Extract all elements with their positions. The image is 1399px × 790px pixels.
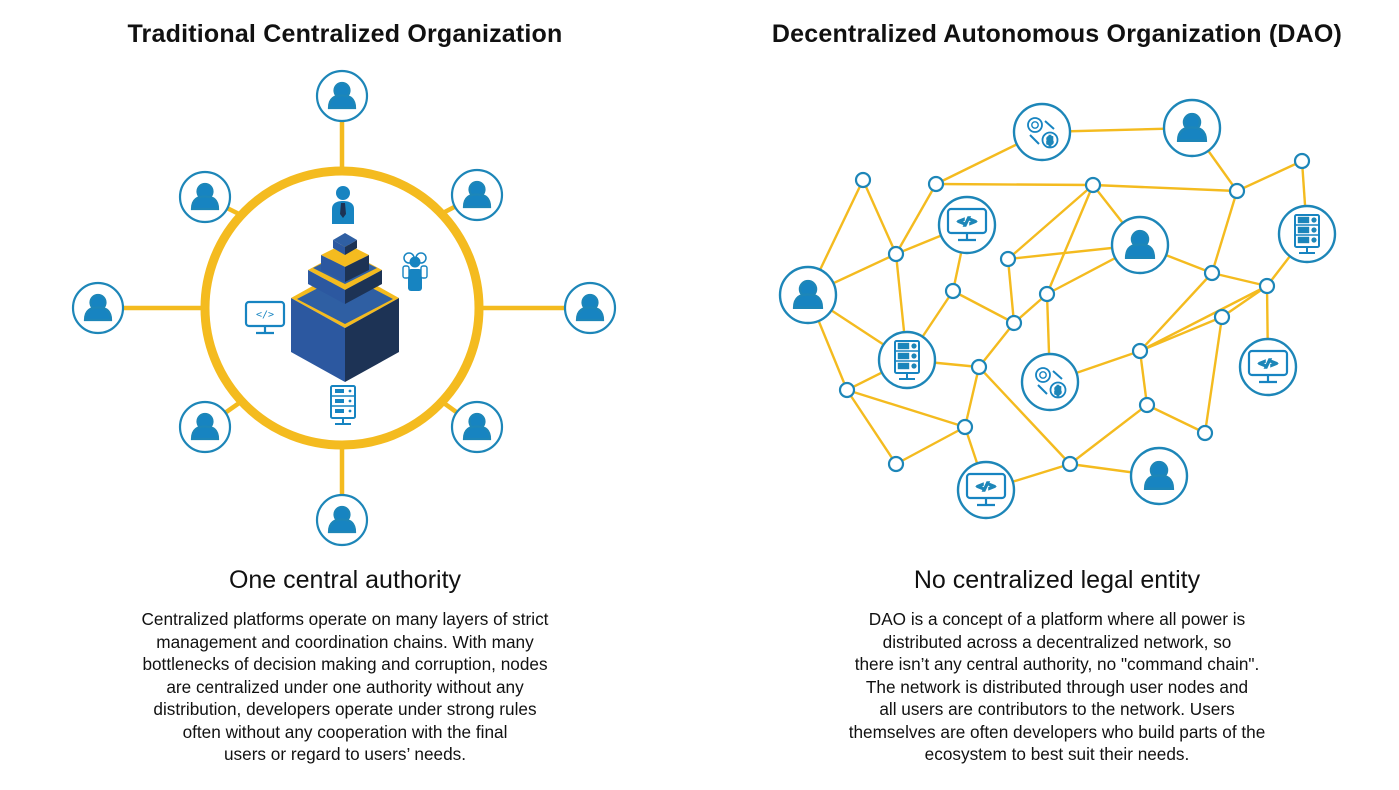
description-line: there isn’t any central authority, no "c… bbox=[854, 654, 1260, 674]
small-network-nodes bbox=[838, 152, 1311, 473]
central-authority-ring bbox=[200, 166, 484, 450]
description-line: Centralized platforms operate on many la… bbox=[141, 609, 549, 629]
description-line: themselves are often developers who buil… bbox=[848, 721, 1266, 742]
description-line: The network is distributed through user … bbox=[865, 676, 1249, 697]
large-network-nodes bbox=[778, 98, 1337, 520]
hierarchy-pyramid-icon bbox=[291, 233, 399, 382]
description-line: bottlenecks of decision making and corru… bbox=[142, 654, 548, 674]
user-node-lower-left bbox=[178, 400, 232, 454]
manager-icon bbox=[332, 186, 354, 224]
description-line: distribution, developers operate under s… bbox=[153, 699, 537, 719]
server-node bbox=[877, 330, 937, 390]
description-line: distributed across a decentralized netwo… bbox=[882, 631, 1232, 652]
right-panel-description: DAO is a concept of a platform where all… bbox=[715, 608, 1399, 766]
user-node-upper-right bbox=[450, 168, 504, 222]
network-edges bbox=[806, 126, 1309, 492]
description-line: all users are contributors to the networ… bbox=[879, 699, 1235, 719]
user-node-top bbox=[315, 69, 369, 123]
description-line: management and coordination chains. With… bbox=[156, 631, 534, 652]
server-node bbox=[1277, 204, 1337, 264]
user-node bbox=[1129, 446, 1189, 506]
user-node-lower-right bbox=[450, 400, 504, 454]
left-panel-title: Traditional Centralized Organization bbox=[127, 20, 563, 48]
description-line: are centralized under one authority with… bbox=[166, 676, 524, 697]
monitor-node bbox=[937, 195, 997, 255]
right-panel-subtitle: No centralized legal entity bbox=[913, 566, 1201, 594]
user-node bbox=[778, 265, 838, 325]
centralized-diagram bbox=[71, 69, 617, 547]
description-line: users or regard to users’ needs. bbox=[223, 744, 467, 764]
decentralized-network bbox=[778, 98, 1337, 520]
exchange-node bbox=[1020, 352, 1080, 412]
exchange-node bbox=[1012, 102, 1072, 162]
user-nodes bbox=[71, 69, 617, 547]
right-panel-title: Decentralized Autonomous Organization (D… bbox=[771, 20, 1343, 48]
monitor-node bbox=[1238, 337, 1298, 397]
user-node bbox=[1162, 98, 1222, 158]
user-node-upper-left bbox=[178, 170, 232, 224]
left-panel-subtitle: One central authority bbox=[228, 566, 462, 594]
user-node-left bbox=[71, 281, 125, 335]
description-line: often without any cooperation with the f… bbox=[182, 721, 508, 742]
server-icon bbox=[330, 385, 356, 425]
monitor-node bbox=[956, 460, 1016, 520]
left-panel-description: Centralized platforms operate on many la… bbox=[0, 608, 690, 766]
user-node bbox=[1110, 215, 1170, 275]
description-line: DAO is a concept of a platform where all… bbox=[868, 609, 1246, 629]
user-node-bottom bbox=[315, 493, 369, 547]
monitor-code-icon bbox=[244, 300, 286, 335]
team-icon bbox=[402, 252, 428, 291]
user-node-right bbox=[563, 281, 617, 335]
description-line: ecosystem to best suit their needs. bbox=[924, 744, 1190, 764]
